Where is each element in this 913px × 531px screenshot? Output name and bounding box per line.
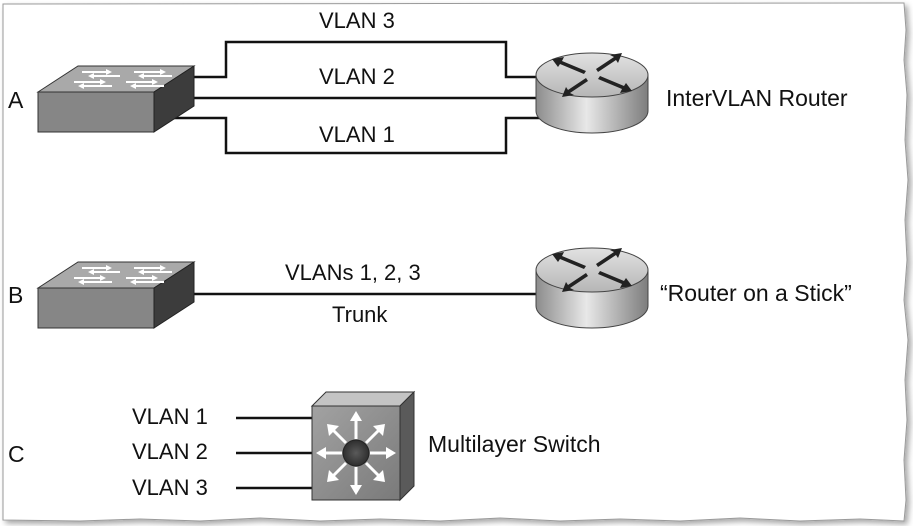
paper-frame	[2, 2, 909, 522]
vlan3-link-a	[192, 40, 548, 79]
router-icon	[535, 247, 649, 329]
row-a-letter: A	[8, 87, 24, 113]
row-c-letter: C	[8, 441, 25, 467]
row-c-vlan1-label: VLAN 1	[132, 404, 208, 429]
trunk-vlans-label: VLANs 1, 2, 3	[285, 260, 421, 285]
trunk-label: Trunk	[332, 302, 388, 327]
router-icon	[535, 52, 649, 134]
vlan1-link-a	[172, 116, 548, 155]
router-on-a-stick-label: “Router on a Stick”	[660, 280, 852, 306]
intervlan-router-label: InterVLAN Router	[666, 85, 848, 111]
row-a-vlan3-label: VLAN 3	[319, 8, 395, 33]
workgroup-switch-icon	[36, 261, 196, 329]
row-a-vlan1-label: VLAN 1	[319, 122, 395, 147]
row-a-vlan2-label: VLAN 2	[319, 64, 395, 89]
row-c-links	[236, 416, 312, 490]
row-a-links	[172, 40, 548, 155]
workgroup-switch-icon	[36, 65, 196, 133]
row-c-vlan2-label: VLAN 2	[132, 439, 208, 464]
multilayer-switch-icon	[310, 390, 416, 502]
row-b-letter: B	[8, 282, 24, 308]
row-c-vlan3-label: VLAN 3	[132, 475, 208, 500]
multilayer-switch-label: Multilayer Switch	[428, 431, 601, 457]
